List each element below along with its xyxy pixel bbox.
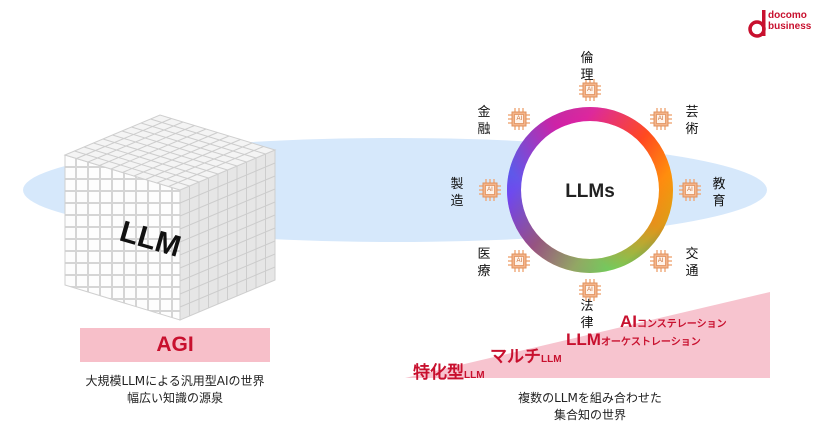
domain-law: 法律 — [580, 299, 594, 331]
ai-chip-label: AI — [516, 257, 523, 264]
stage-specialized-main: 特化型 — [413, 363, 464, 382]
stage-orchestration: LLMオーケストレーション — [566, 330, 701, 350]
left-caption: 大規模LLMによる汎用型AIの世界 幅広い知識の源泉 — [40, 373, 310, 407]
stage-orchestration-sub: オーケストレーション — [600, 337, 701, 348]
domain-art: 芸術 — [685, 105, 699, 137]
ai-chip-icon: AI — [579, 79, 601, 101]
ai-chip-icon: AI — [508, 249, 531, 272]
stage-specialized: 特化型LLM — [413, 358, 485, 383]
ai-chip-icon: AI — [508, 108, 531, 131]
llms-ring: LLMs — [507, 107, 673, 273]
left-caption-line1: 大規模LLMによる汎用型AIの世界 — [85, 374, 265, 388]
stage-constellation-sub: コンステレーション — [637, 319, 727, 330]
llms-center-label: LLMs — [565, 181, 615, 202]
ai-chip-label: AI — [657, 257, 664, 264]
llm-cube: LLM — [63, 114, 277, 321]
stage-constellation-main: AI — [620, 312, 637, 331]
right-caption-line1: 複数のLLMを組み合わせた — [518, 391, 662, 405]
ai-chip-label: AI — [516, 116, 523, 123]
ai-chip-icon: AI — [649, 108, 672, 131]
docomo-logo-mark — [748, 10, 766, 38]
ai-chip-label: AI — [687, 187, 693, 193]
stage-orchestration-main: LLM — [566, 330, 601, 349]
docomo-business-logo: docomo business — [748, 6, 828, 42]
ai-chip-icon: AI — [679, 179, 701, 201]
stage-multi: マルチLLM — [490, 342, 562, 367]
ai-chip-label: AI — [587, 87, 593, 93]
domain-transport: 交通 — [685, 247, 699, 279]
stage-multi-sub: LLM — [541, 354, 562, 365]
stage-specialized-sub: LLM — [464, 370, 485, 381]
right-caption: 複数のLLMを組み合わせた 集合知の世界 — [480, 390, 700, 424]
ai-chip-icon: AI — [649, 249, 672, 272]
stage-wedge — [405, 292, 770, 378]
ai-chip-icon: AI — [479, 179, 501, 201]
domain-education: 教育 — [712, 177, 726, 209]
right-caption-line2: 集合知の世界 — [553, 408, 626, 422]
agi-band — [80, 328, 270, 362]
ai-chip-label: AI — [487, 187, 493, 193]
brand-name-line2: business — [768, 21, 812, 32]
left-caption-line2: 幅広い知識の源泉 — [126, 391, 223, 405]
domain-ethics: 倫理 — [580, 51, 594, 83]
ai-chip-label: AI — [587, 287, 593, 293]
agi-label: AGI — [156, 333, 194, 356]
ai-chip-label: AI — [657, 116, 664, 123]
ai-chip-icon: AI — [579, 279, 601, 301]
stage-multi-main: マルチ — [490, 347, 541, 366]
domain-finance: 金融 — [477, 105, 491, 137]
brand-name-line1: docomo — [768, 10, 807, 21]
domain-medical: 医療 — [477, 247, 491, 279]
stage-constellation: AIコンステレーション — [620, 312, 727, 332]
domain-manufacturing: 製造 — [450, 177, 464, 209]
